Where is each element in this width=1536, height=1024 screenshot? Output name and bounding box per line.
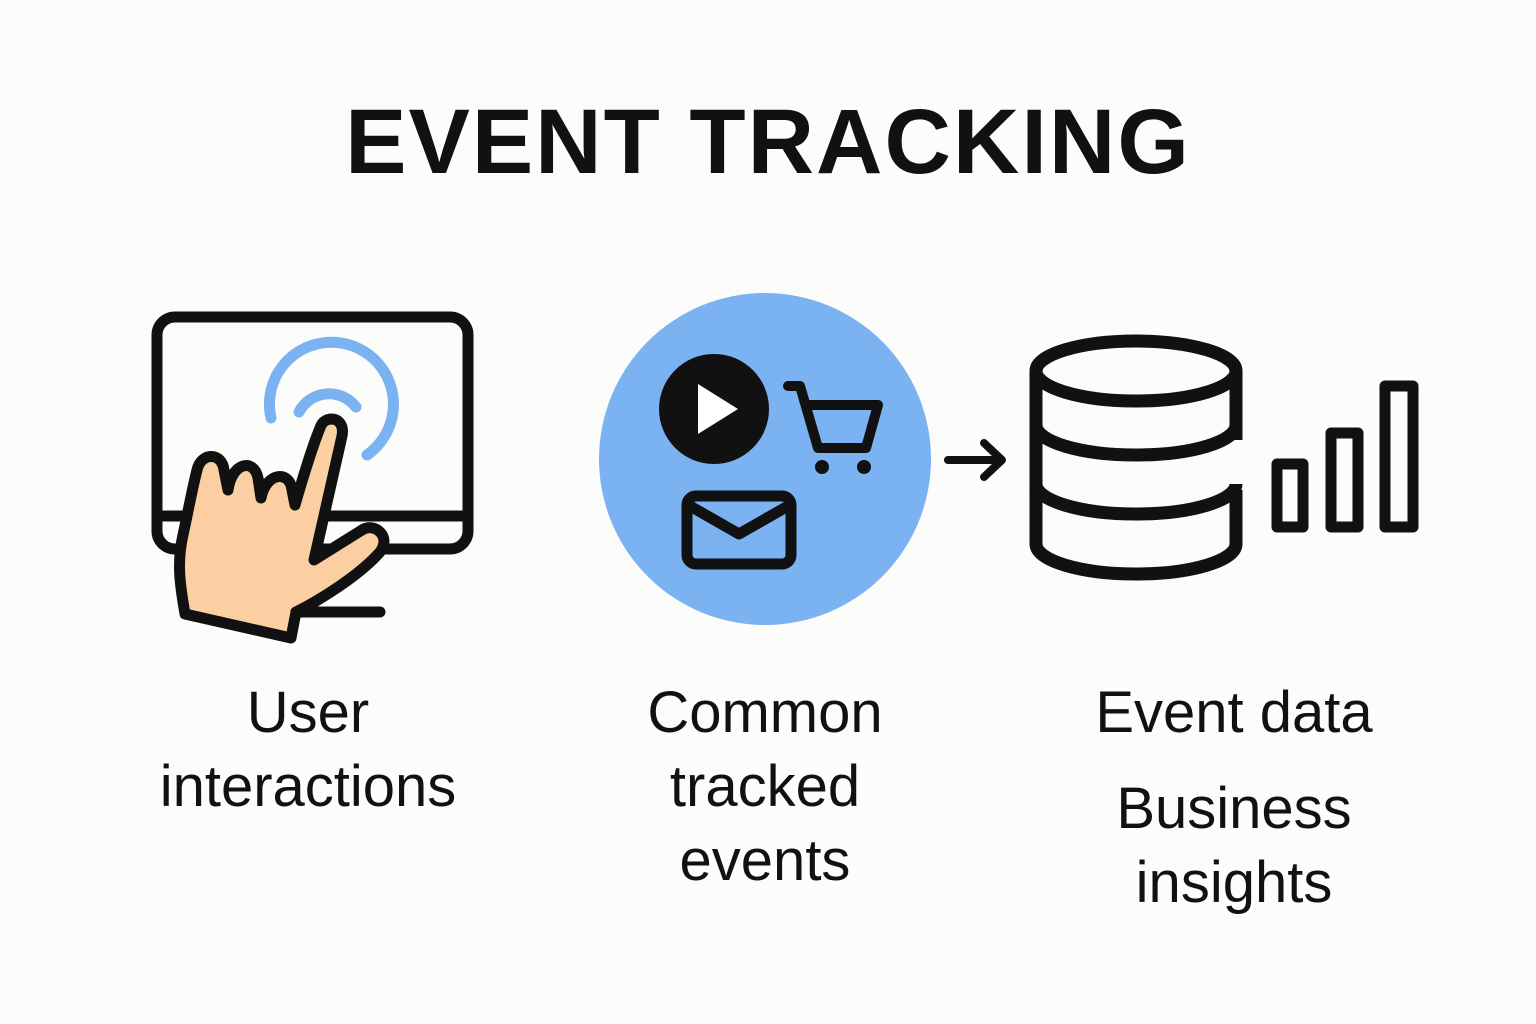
caption-business-insights: Business insights (1034, 772, 1434, 920)
bar-chart-icon (1271, 380, 1419, 533)
caption-line: insights (1135, 850, 1333, 915)
diagram-title: EVENT TRACKING (345, 91, 1191, 193)
caption-line: Common (647, 680, 883, 745)
hand-icon (174, 413, 390, 644)
arrow-right-icon (944, 439, 1006, 481)
caption-line: interactions (159, 754, 457, 819)
caption-line: events (679, 828, 851, 893)
play-icon (659, 354, 769, 464)
bar-short (1271, 458, 1309, 533)
caption-common-tracked-events: Common tracked events (565, 676, 965, 898)
event-circle (599, 293, 931, 625)
database-icon (1029, 334, 1243, 581)
bar-medium (1325, 427, 1364, 533)
caption-event-data: Event data (1034, 676, 1434, 750)
touch-ripple-icon (263, 336, 399, 461)
caption-line: Event data (1095, 680, 1373, 745)
mail-icon (681, 490, 797, 570)
caption-line: User (246, 680, 370, 745)
caption-line: Business (1116, 776, 1352, 841)
touch-screen-icon (151, 311, 474, 644)
event-types-circle-icon (599, 293, 931, 625)
caption-user-interactions: User interactions (108, 676, 508, 824)
caption-line: tracked (669, 754, 861, 819)
shopping-cart-icon (783, 381, 883, 474)
bar-tall (1379, 380, 1419, 533)
